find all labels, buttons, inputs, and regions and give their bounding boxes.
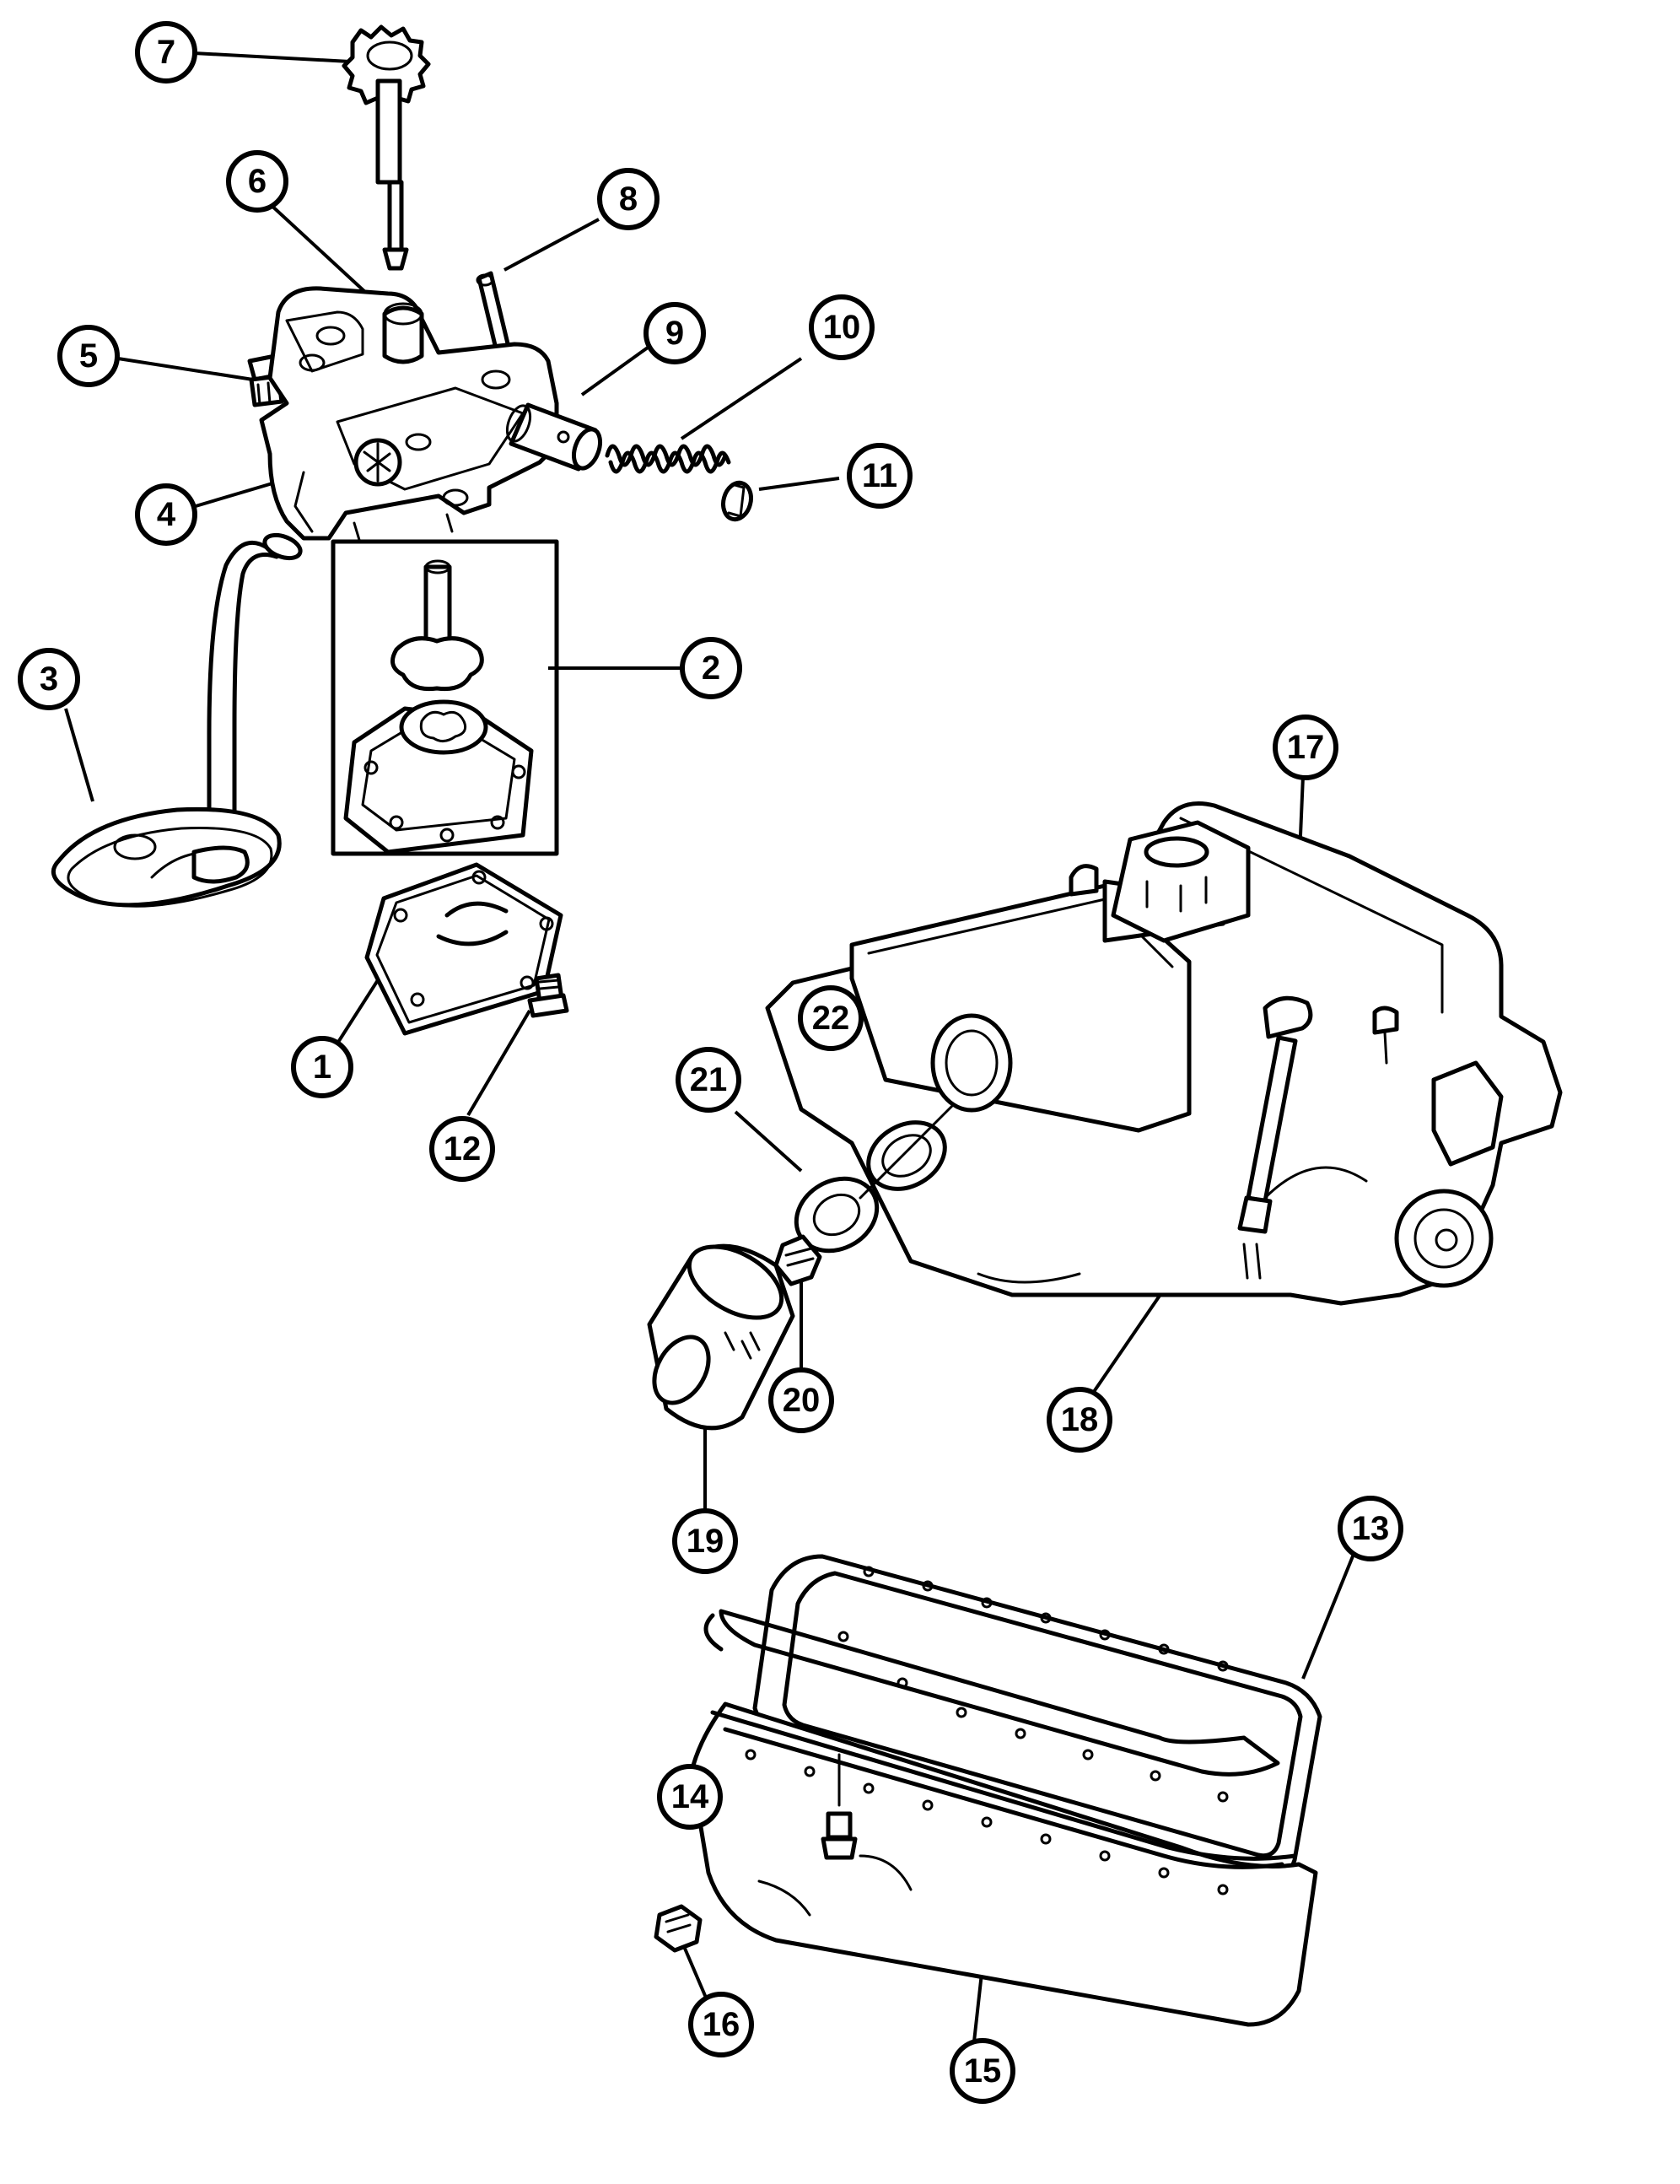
relief-valve-sleeve <box>505 402 603 472</box>
rotor-set-frame <box>331 539 559 856</box>
svg-text:4: 4 <box>157 496 176 533</box>
svg-text:18: 18 <box>1061 1401 1099 1438</box>
callout-8: 8 <box>597 168 660 230</box>
leader-5 <box>117 357 254 381</box>
leader-6 <box>267 201 380 305</box>
callout-1: 1 <box>291 1036 353 1098</box>
svg-text:9: 9 <box>665 315 684 352</box>
callout-4: 4 <box>135 483 197 546</box>
oil-pan <box>689 1701 1318 2027</box>
callout-9: 9 <box>643 302 706 364</box>
svg-text:3: 3 <box>40 661 58 698</box>
svg-text:21: 21 <box>690 1061 728 1098</box>
drain-plug <box>654 1904 703 1953</box>
leader-12 <box>466 1009 531 1117</box>
svg-text:17: 17 <box>1287 729 1325 766</box>
svg-text:22: 22 <box>812 1000 850 1037</box>
leader-3 <box>64 708 94 802</box>
callout-6: 6 <box>226 150 288 213</box>
cover-bolt <box>527 973 569 1018</box>
callout-17: 17 <box>1273 715 1338 780</box>
callout-18: 18 <box>1047 1387 1112 1453</box>
leader-9 <box>580 346 649 396</box>
callout-16: 16 <box>688 1992 754 2057</box>
oil-pump-body <box>259 286 559 542</box>
callout-11: 11 <box>847 443 913 509</box>
svg-text:19: 19 <box>687 1523 724 1560</box>
callout-12: 12 <box>429 1116 495 1182</box>
callout-7: 7 <box>135 21 197 84</box>
callout-21: 21 <box>676 1047 741 1113</box>
leader-10 <box>680 357 803 440</box>
svg-text:14: 14 <box>671 1778 709 1815</box>
relief-valve-spring <box>605 444 731 474</box>
svg-text:15: 15 <box>964 2052 1002 2090</box>
engine-block <box>765 801 1563 1306</box>
svg-text:2: 2 <box>702 650 720 687</box>
intermediate-shaft-gear <box>342 24 431 271</box>
svg-text:13: 13 <box>1352 1510 1390 1547</box>
leader-7 <box>193 51 351 63</box>
svg-text:16: 16 <box>703 2006 740 2043</box>
callout-5: 5 <box>57 325 120 387</box>
leader-21 <box>734 1110 803 1173</box>
callout-13: 13 <box>1338 1496 1403 1561</box>
callout-20: 20 <box>768 1367 834 1433</box>
callout-22: 22 <box>798 985 864 1051</box>
callout-3: 3 <box>18 648 80 710</box>
svg-text:12: 12 <box>444 1130 482 1167</box>
leader-13 <box>1301 1547 1358 1680</box>
pan-bolt <box>821 1753 858 1860</box>
svg-text:6: 6 <box>248 163 267 200</box>
leader-11 <box>758 477 840 491</box>
svg-text:7: 7 <box>157 34 175 71</box>
svg-text:20: 20 <box>783 1382 821 1419</box>
oil-pickup-screen <box>51 532 303 908</box>
relief-valve-plug <box>721 480 753 522</box>
svg-text:5: 5 <box>79 337 98 375</box>
callout-15: 15 <box>950 2038 1015 2104</box>
svg-text:11: 11 <box>862 457 897 494</box>
callouts: 1 2 3 4 5 6 7 8 9 10 11 12 13 14 15 16 1… <box>18 21 1403 2104</box>
callout-10: 10 <box>809 294 875 360</box>
oil-filter <box>647 1243 795 1431</box>
filter-adapter <box>794 1103 955 1254</box>
callout-2: 2 <box>680 637 742 699</box>
leader-16 <box>681 1944 710 2004</box>
svg-text:1: 1 <box>313 1049 331 1086</box>
leader-8 <box>503 218 600 272</box>
svg-text:8: 8 <box>619 181 638 218</box>
pump-rotor-set <box>331 539 559 856</box>
callout-19: 19 <box>672 1508 738 1574</box>
svg-text:10: 10 <box>823 309 861 346</box>
callout-14: 14 <box>657 1764 723 1830</box>
